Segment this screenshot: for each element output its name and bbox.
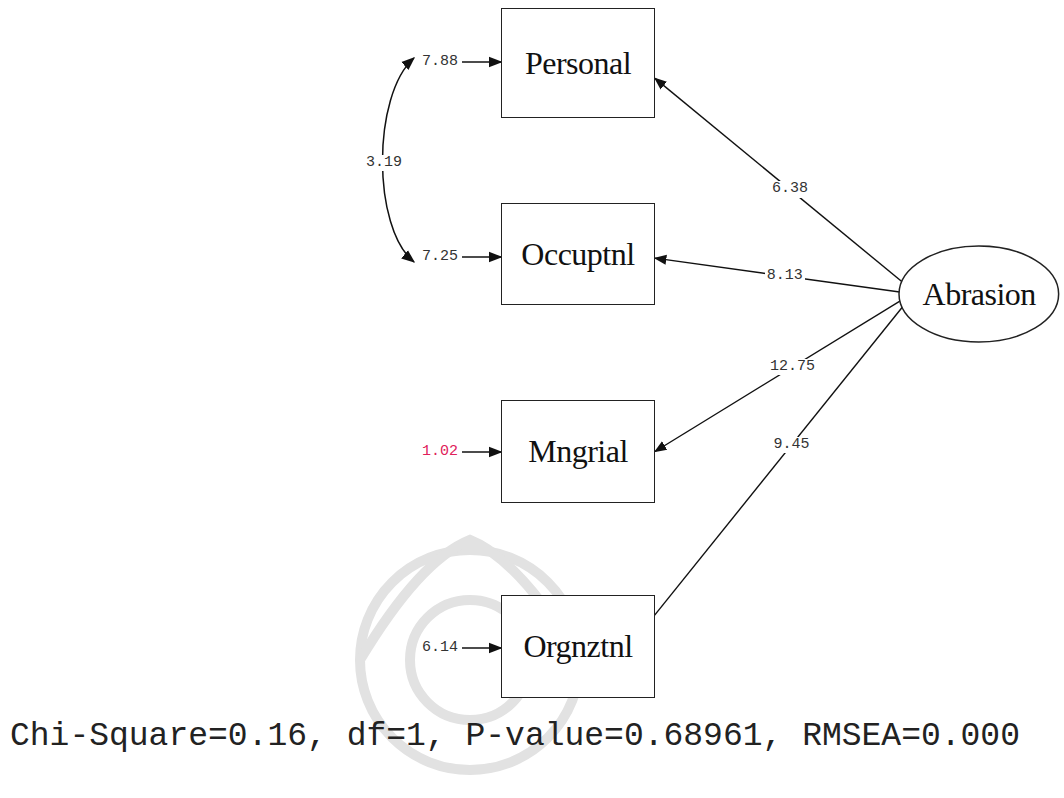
observed-variable-box: Personal <box>501 8 655 118</box>
variable-name: Abrasion <box>923 276 1036 313</box>
fit-statistics: Chi-Square=0.16, df=1, P-value=0.68961, … <box>10 718 1020 755</box>
variable-name: Mngrial <box>528 433 628 470</box>
error-variance: 7.25 <box>420 249 460 266</box>
observed-variable-box: Occuptnl <box>501 203 655 305</box>
loading-arrow <box>641 292 915 632</box>
variable-name: Personal <box>525 45 631 82</box>
error-arrow <box>462 61 501 63</box>
covariance-value: 3.19 <box>364 155 404 172</box>
error-arrow <box>462 256 501 258</box>
observed-variable-box: Orgnztnl <box>501 595 655 698</box>
variable-name: Orgnztnl <box>523 628 632 665</box>
loading-value: 9.45 <box>771 437 811 454</box>
error-variance: 7.88 <box>420 54 460 71</box>
loading-arrow <box>655 258 900 292</box>
observed-variable-box: Mngrial <box>501 400 655 503</box>
error-variance: 6.14 <box>420 640 460 657</box>
variable-name: Occuptnl <box>521 236 634 273</box>
error-arrow <box>462 451 501 453</box>
latent-variable-ellipse: Abrasion <box>898 245 1060 343</box>
loading-value: 12.75 <box>768 359 817 376</box>
loading-value: 6.38 <box>770 181 810 198</box>
error-variance: 1.02 <box>420 444 460 461</box>
loading-arrow <box>655 78 915 292</box>
loading-value: 8.13 <box>765 268 805 285</box>
loading-arrow <box>655 292 915 451</box>
error-arrow <box>462 647 501 649</box>
error-arrows <box>462 62 501 648</box>
